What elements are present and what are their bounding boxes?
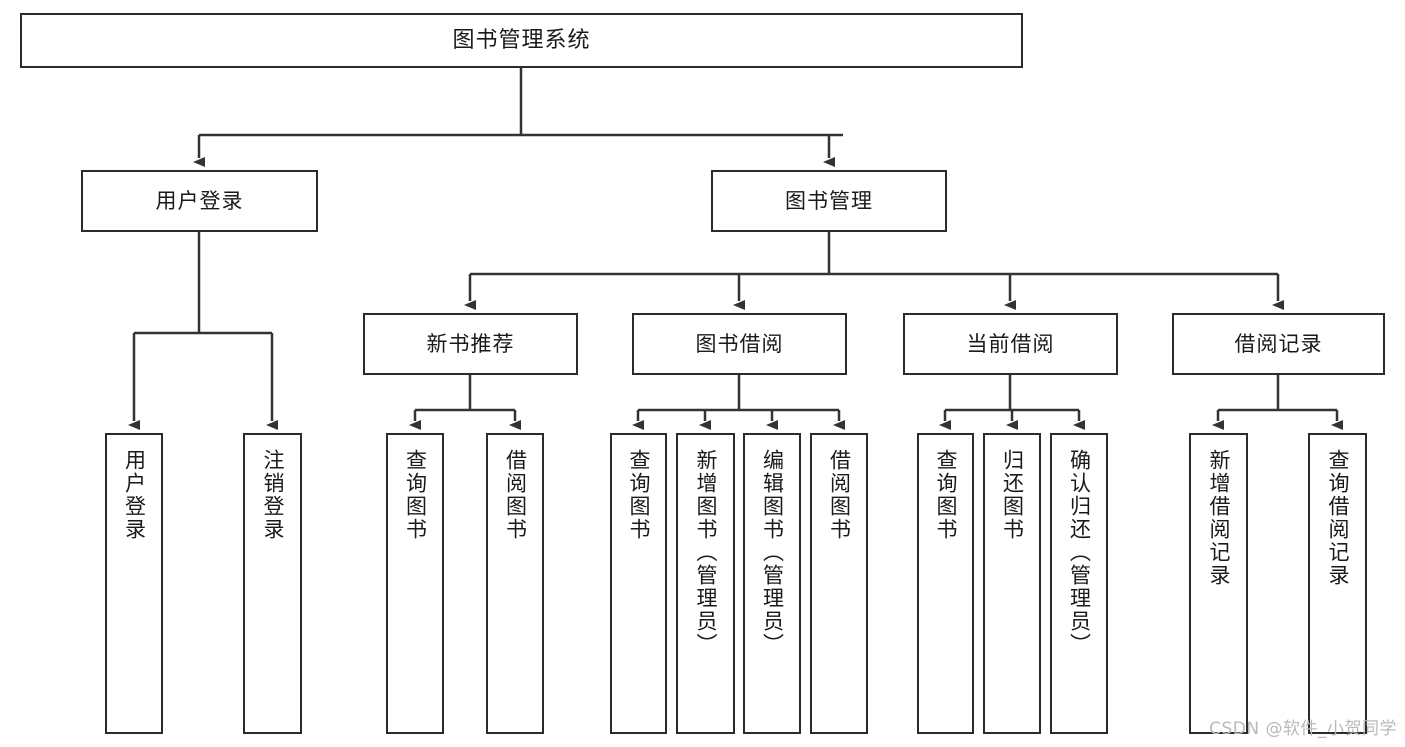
leaf-node[interactable]: 归还图书 [983,433,1041,734]
leaf-node[interactable]: 查询图书 [386,433,444,734]
leaf-node[interactable]: 用户登录 [105,433,163,734]
leaf-node[interactable]: 查询借阅记录 [1308,433,1367,734]
leaf-node[interactable]: 借阅图书 [810,433,868,734]
node-user-login[interactable]: 用户登录 [81,170,318,232]
node-book-borrow-label: 图书借阅 [695,331,784,356]
leaf-node-label: 新增图书（管理员） [693,449,718,656]
node-borrow-record-label: 借阅记录 [1234,331,1323,356]
leaf-node[interactable]: 编辑图书（管理员） [743,433,801,734]
leaf-node[interactable]: 确认归还（管理员） [1050,433,1108,734]
leaf-node[interactable]: 新增图书（管理员） [676,433,735,734]
leaf-node[interactable]: 查询图书 [917,433,974,734]
leaf-node-label: 新增借阅记录 [1206,449,1231,587]
node-current-borrow[interactable]: 当前借阅 [903,313,1118,375]
node-book-management[interactable]: 图书管理 [711,170,947,232]
leaf-node-label: 查询图书 [933,449,958,541]
leaf-node[interactable]: 新增借阅记录 [1189,433,1248,734]
leaf-node-label: 编辑图书（管理员） [760,449,785,656]
node-book-management-label: 图书管理 [785,188,873,213]
node-new-book-recommend-label: 新书推荐 [426,331,515,356]
watermark-text: CSDN @软件_小贺同学 [1209,719,1397,739]
leaf-node[interactable]: 借阅图书 [486,433,544,734]
leaf-node-label: 借阅图书 [827,449,852,541]
leaf-node[interactable]: 查询图书 [610,433,667,734]
leaf-node[interactable]: 注销登录 [243,433,302,734]
leaf-node-label: 确认归还（管理员） [1067,449,1092,656]
node-borrow-record[interactable]: 借阅记录 [1172,313,1385,375]
leaf-node-label: 归还图书 [1000,449,1025,541]
node-current-borrow-label: 当前借阅 [966,331,1055,356]
leaf-node-label: 查询图书 [403,449,428,541]
leaf-node-label: 借阅图书 [503,449,528,541]
node-new-book-recommend[interactable]: 新书推荐 [363,313,578,375]
node-root[interactable]: 图书管理系统 [20,13,1023,68]
leaf-node-label: 查询图书 [626,449,651,541]
leaf-node-label: 用户登录 [122,449,147,541]
node-book-borrow[interactable]: 图书借阅 [632,313,847,375]
node-root-label: 图书管理系统 [452,27,591,53]
leaf-node-label: 注销登录 [260,449,285,541]
node-user-login-label: 用户登录 [155,188,244,213]
leaf-node-label: 查询借阅记录 [1325,449,1350,587]
